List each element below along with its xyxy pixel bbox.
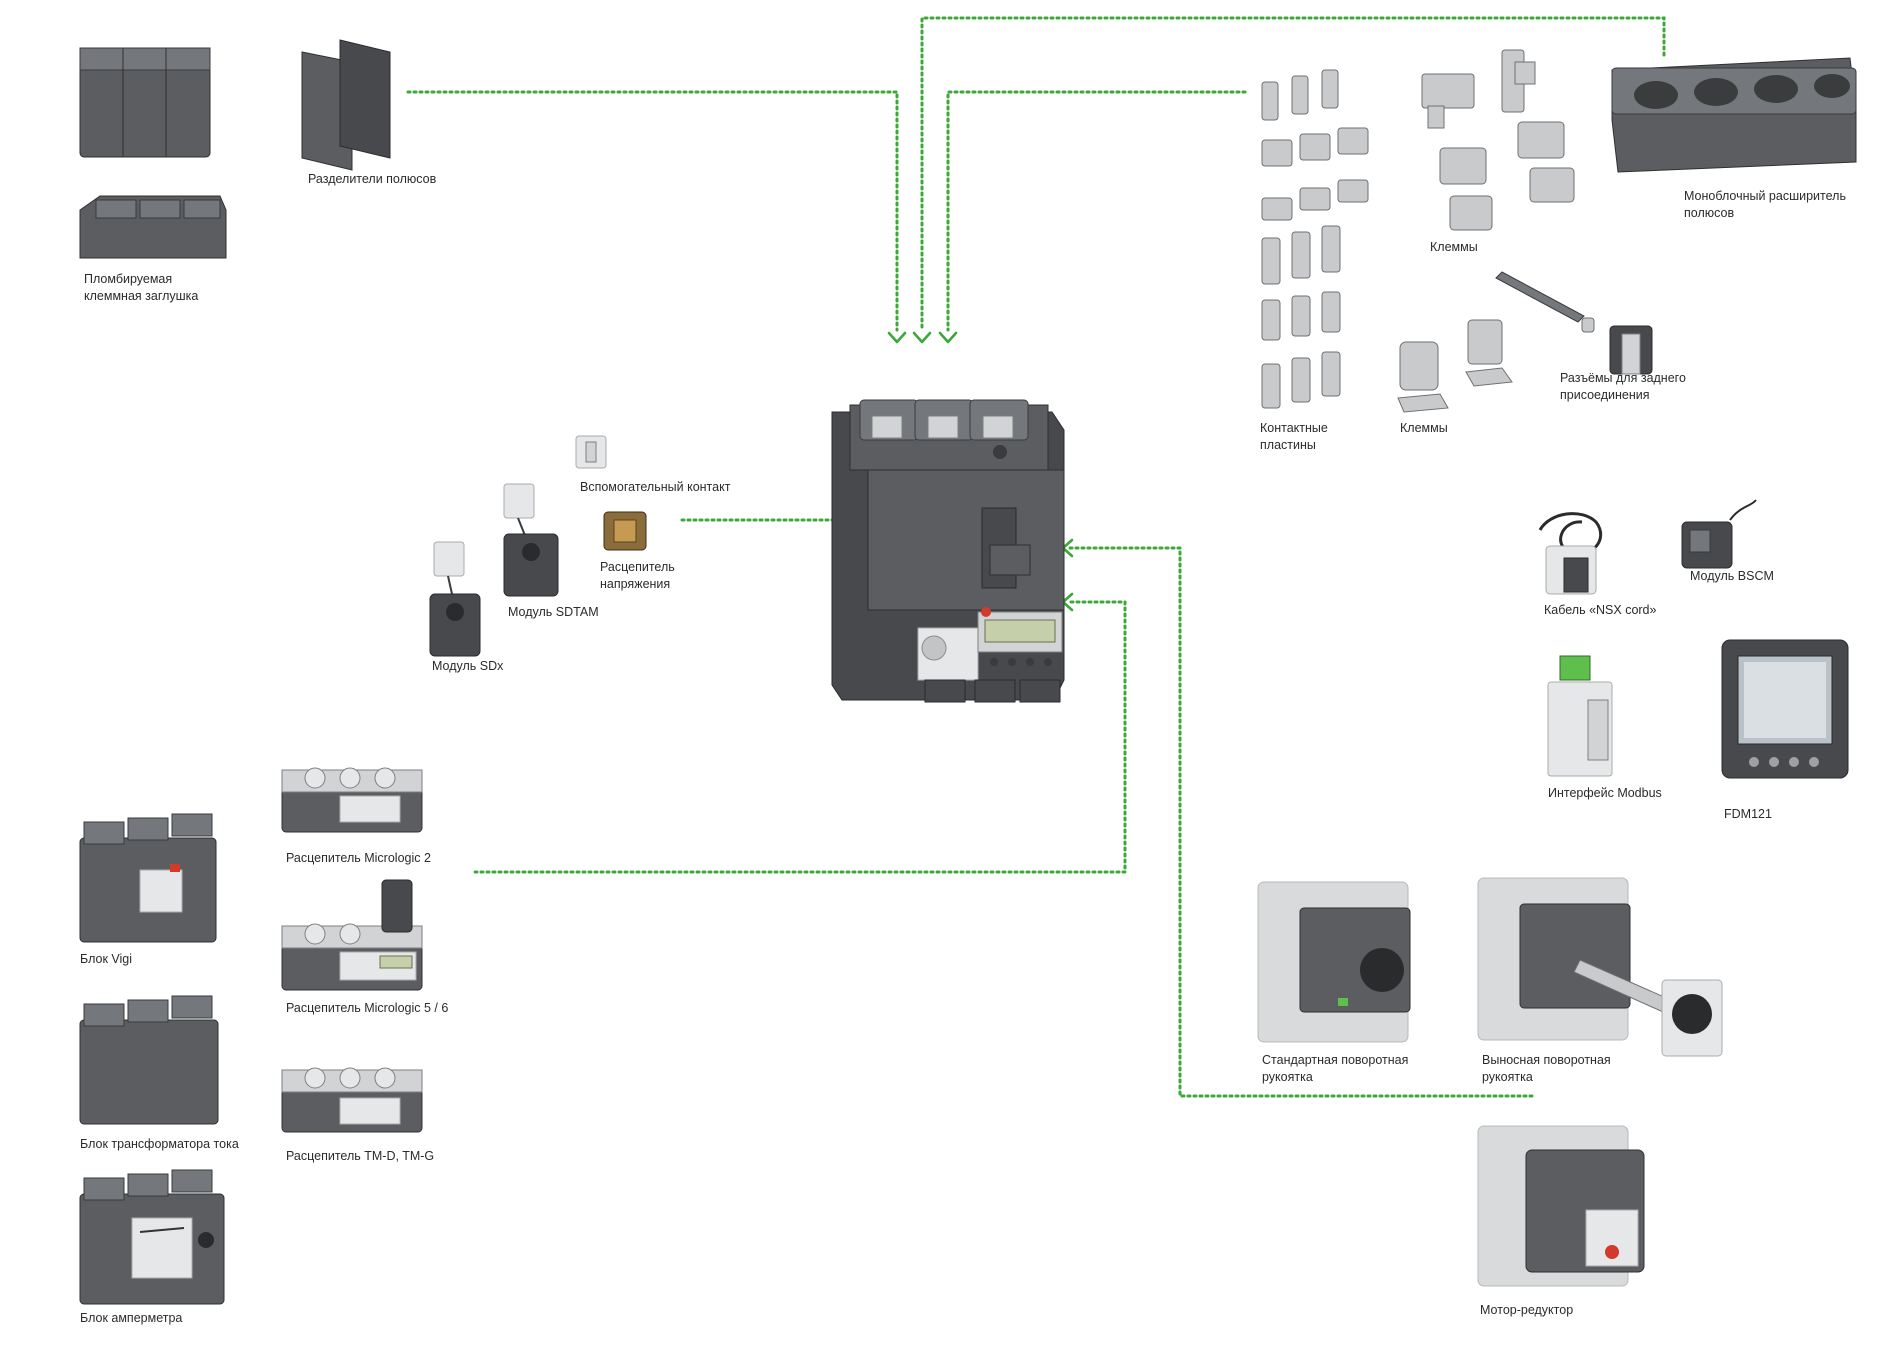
sdx-module-label: Модуль SDx: [432, 659, 504, 673]
voltage-release-label-1: Расцепитель: [600, 560, 675, 574]
arrow-down-2: [912, 331, 932, 344]
contact-plates-label-1: Контактные: [1260, 421, 1328, 435]
terminals-bottom: Клеммы: [1397, 319, 1513, 435]
ct-block-label: Блок трансформатора тока: [80, 1137, 239, 1151]
bscm-module-label: Модуль BSCM: [1690, 569, 1774, 583]
standard-rotary-handle: Стандартная поворотная рукоятка: [1257, 881, 1411, 1084]
sealable-cover-label-2: клеммная заглушка: [84, 289, 198, 303]
ct-block: Блок трансформатора тока: [79, 995, 239, 1151]
modbus-interface-label: Интерфейс Modbus: [1548, 786, 1662, 800]
vigi-block: Блок Vigi: [79, 813, 217, 966]
contact-plates-label-2: пластины: [1260, 438, 1316, 452]
pole-separators-label: Разделители полюсов: [308, 172, 437, 186]
micrologic-5-6-unit: Расцепитель Micrologic 5 / 6: [281, 879, 448, 1015]
nsx-cord-label: Кабель «NSX cord»: [1544, 603, 1657, 617]
fdm121-display: FDM121: [1721, 639, 1849, 821]
fdm121-label: FDM121: [1724, 807, 1772, 821]
nsx-cord: Кабель «NSX cord»: [1538, 512, 1657, 617]
ext-rotary-label-1: Выносная поворотная: [1482, 1053, 1611, 1067]
link-pole-separators: [406, 90, 899, 332]
connector-lines: [406, 16, 1666, 1098]
rear-connectors-label-2: присоединения: [1560, 388, 1650, 402]
ext-rotary-label-2: рукоятка: [1482, 1070, 1533, 1084]
link-monoblock-extender: [920, 16, 1666, 332]
aux-contact-label: Вспомогательный контакт: [580, 480, 731, 494]
monoblock-extender-label-2: полюсов: [1684, 206, 1734, 220]
voltage-release-label-2: напряжения: [600, 577, 670, 591]
sdx-module: Модуль SDx: [429, 541, 504, 673]
monoblock-extender-label-1: Моноблочный расширитель: [1684, 189, 1846, 203]
arrow-down-3: [938, 331, 958, 344]
pole-separators: Разделители полюсов: [301, 39, 437, 186]
rear-connectors-label-1: Разъёмы для заднего: [1560, 371, 1686, 385]
main-circuit-breaker: [831, 399, 1065, 703]
micrologic-5-6-label: Расцепитель Micrologic 5 / 6: [286, 1001, 448, 1015]
ammeter-block: Блок амперметра: [79, 1169, 225, 1325]
extended-rotary-handle: Выносная поворотная рукоятка: [1477, 877, 1723, 1084]
auxiliary-contact: Вспомогательный контакт: [575, 435, 731, 494]
bscm-module: Модуль BSCM: [1681, 499, 1774, 583]
vigi-block-label: Блок Vigi: [80, 952, 132, 966]
terminals-bottom-label: Клеммы: [1400, 421, 1448, 435]
link-rotary-handles: [1066, 546, 1534, 1098]
sdtam-module-label: Модуль SDTAM: [508, 605, 599, 619]
sealable-terminal-cover: Пломбируемая клеммная заглушка: [79, 47, 227, 303]
terminals-top-label: Клеммы: [1430, 240, 1478, 254]
ammeter-block-label: Блок амперметра: [80, 1311, 182, 1325]
std-rotary-label-1: Стандартная поворотная: [1262, 1053, 1408, 1067]
micrologic-2-unit: Расцепитель Micrologic 2: [281, 767, 431, 865]
std-rotary-label-2: рукоятка: [1262, 1070, 1313, 1084]
rear-connectors: Разъёмы для заднего присоединения: [1495, 271, 1686, 402]
sealable-cover-label-1: Пломбируемая: [84, 272, 172, 286]
modbus-interface: Интерфейс Modbus: [1547, 655, 1662, 800]
link-trip-units: [473, 600, 1127, 874]
monoblock-pole-extender: Моноблочный расширитель полюсов: [1611, 57, 1857, 220]
motor-mechanism: Мотор-редуктор: [1477, 1125, 1645, 1317]
sdtam-module: Модуль SDTAM: [503, 483, 599, 619]
voltage-release: Расцепитель напряжения: [600, 511, 675, 591]
tmd-tmg-label: Расцепитель TM-D, TM-G: [286, 1149, 434, 1163]
motor-mechanism-label: Мотор-редуктор: [1480, 1303, 1573, 1317]
tmd-tmg-unit: Расцепитель TM-D, TM-G: [281, 1067, 434, 1163]
terminals-top: Клеммы: [1421, 49, 1575, 254]
contact-plates: Контактные пластины: [1260, 69, 1369, 452]
micrologic-2-label: Расцепитель Micrologic 2: [286, 851, 431, 865]
link-contact-plates-terminals: [946, 90, 1247, 332]
arrow-down-1: [887, 331, 907, 344]
